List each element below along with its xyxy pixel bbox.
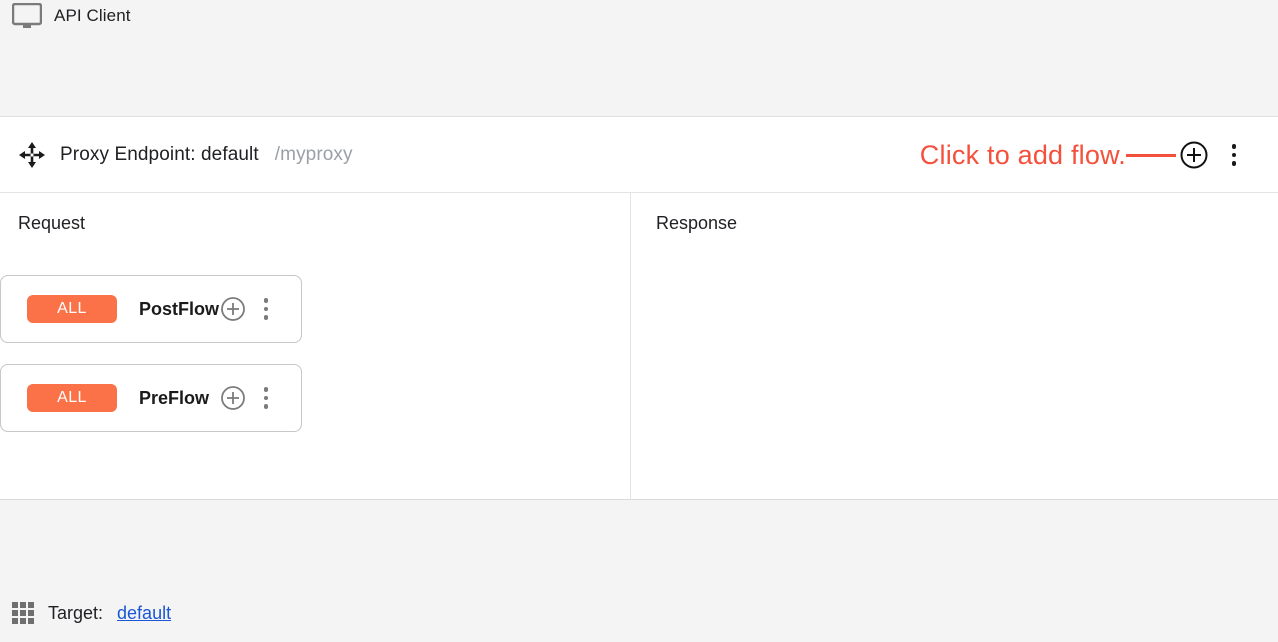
flow-name: PostFlow xyxy=(139,298,219,319)
target-label: Target: xyxy=(48,602,104,623)
proxy-endpoint-header: Proxy Endpoint: default /myproxy Click t… xyxy=(0,117,1278,193)
proxy-endpoint-path: /myproxy xyxy=(274,143,353,165)
dot xyxy=(263,298,269,303)
response-column: Response xyxy=(631,193,1278,500)
api-client-label: API Client xyxy=(54,6,131,25)
dot xyxy=(263,404,269,409)
api-client-node[interactable]: API Client xyxy=(12,3,131,29)
dot xyxy=(263,315,269,320)
flow-scope-badge: ALL xyxy=(27,295,117,323)
add-flow-button[interactable] xyxy=(1178,139,1216,171)
add-flow-annotation: Click to add flow. xyxy=(919,139,1126,170)
dot xyxy=(263,395,269,401)
flow-more-menu-icon[interactable] xyxy=(247,298,285,320)
header-actions: Click to add flow. xyxy=(920,117,1278,193)
flow-more-menu-icon[interactable] xyxy=(247,387,285,409)
flow-scope-badge: ALL xyxy=(27,384,117,412)
response-column-title: Response xyxy=(656,213,738,233)
endpoint-body: Request Response ALL PreFlow xyxy=(0,193,1278,500)
proxy-endpoint-title: Proxy Endpoint: default xyxy=(60,143,259,165)
dot xyxy=(263,387,269,392)
target-link[interactable]: default xyxy=(117,602,172,623)
move-handle-icon[interactable] xyxy=(18,141,60,169)
request-column-title: Request xyxy=(18,213,86,233)
api-client-strip: API Client xyxy=(0,0,1278,116)
flow-row[interactable]: ALL PreFlow xyxy=(0,364,302,432)
dot xyxy=(1231,152,1237,158)
endpoint-more-menu-icon[interactable] xyxy=(1216,144,1252,166)
dot xyxy=(1231,161,1237,166)
annotation-pointer-line xyxy=(1126,153,1176,157)
flow-name: PreFlow xyxy=(139,387,210,408)
grid-icon xyxy=(12,602,34,624)
target-strip xyxy=(0,500,1278,642)
request-column: Request xyxy=(0,193,631,500)
dot xyxy=(263,306,269,312)
flow-row[interactable]: ALL PostFlow xyxy=(0,275,302,343)
response-flow-list: ALL PostFlow xyxy=(0,275,302,453)
proxy-endpoint-card: Proxy Endpoint: default /myproxy Click t… xyxy=(0,116,1278,500)
flow-add-button[interactable] xyxy=(219,384,247,412)
dot xyxy=(1231,144,1237,149)
target-node[interactable]: Target: default xyxy=(12,602,171,624)
monitor-icon xyxy=(12,3,42,29)
flow-add-button[interactable] xyxy=(219,295,247,323)
